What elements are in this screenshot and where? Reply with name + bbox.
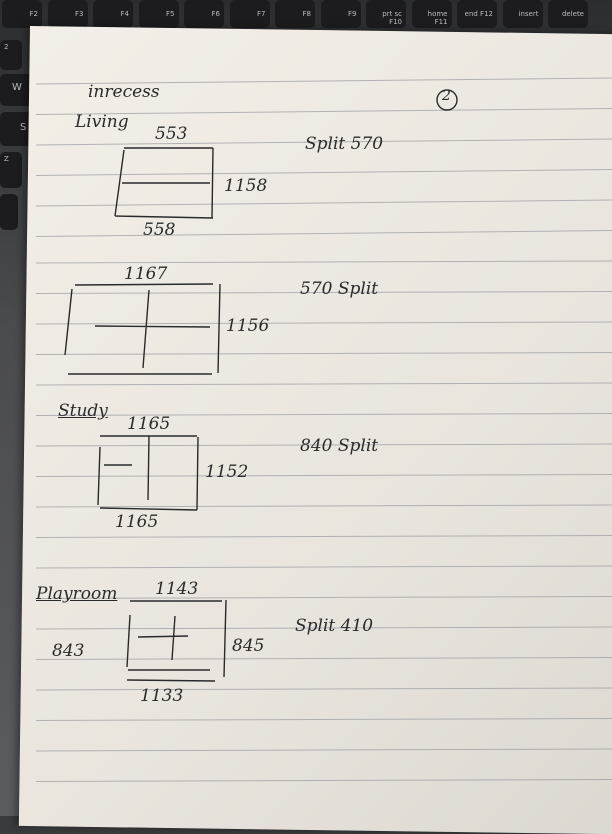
room-name-playroom: Playroom	[36, 584, 118, 604]
living-note: Split 570	[305, 134, 384, 154]
room-2-sketch	[64, 283, 221, 375]
page-number: 2	[442, 88, 451, 104]
playroom-bottom: 1133	[140, 686, 184, 706]
study-top: 1165	[127, 414, 171, 434]
ruled-line	[35, 443, 612, 447]
living-top: 553	[155, 124, 188, 144]
function-key: F2	[2, 0, 42, 28]
ruled-line	[35, 321, 612, 325]
ruled-line	[35, 260, 612, 264]
paper-lines-and-sketches	[35, 77, 612, 782]
living-right: 1158	[224, 176, 268, 196]
ruled-line	[35, 199, 612, 207]
ruled-line	[35, 504, 612, 508]
function-key: F6	[184, 0, 224, 28]
key-2: 2	[0, 40, 22, 70]
key-z: Z	[0, 152, 22, 188]
ruled-line	[35, 77, 612, 85]
ruled-line	[35, 413, 612, 416]
ruled-line	[35, 748, 612, 752]
study-right: 1152	[205, 462, 249, 482]
ruled-line	[35, 382, 612, 386]
ruled-line	[35, 108, 612, 115]
function-key: F9	[320, 0, 361, 28]
ruled-line	[35, 169, 612, 176]
study-note: 840 Split	[300, 436, 379, 456]
playroom-note: Split 410	[295, 616, 374, 636]
living-bottom: 558	[143, 220, 176, 240]
function-key: F5	[138, 0, 179, 28]
ruled-line	[35, 352, 612, 355]
living-room-sketch	[114, 147, 214, 219]
ruled-line	[35, 291, 612, 294]
study-sketch	[97, 435, 199, 511]
function-key: F8	[275, 0, 315, 28]
room2-note: 570 Split	[300, 279, 379, 299]
function-key: F4	[93, 0, 133, 28]
ruled-line	[35, 596, 612, 599]
function-key: F3	[47, 0, 88, 28]
ruled-line	[35, 230, 612, 237]
function-key: insert	[502, 0, 543, 28]
playroom-left: 843	[52, 641, 85, 661]
header-text: inrecess	[88, 82, 160, 102]
ruled-line	[35, 687, 612, 691]
key	[0, 194, 18, 230]
playroom-sketch	[126, 599, 227, 682]
room2-top: 1167	[124, 264, 168, 284]
study-bottom: 1165	[115, 512, 159, 532]
function-key: delete	[548, 0, 588, 28]
page-number-circle	[436, 89, 458, 111]
ruled-line	[35, 657, 612, 660]
function-key: home F11	[411, 0, 452, 28]
playroom-top: 1143	[155, 579, 199, 599]
function-key: end F12	[457, 0, 497, 28]
room-name-study: Study	[58, 401, 108, 421]
ruled-line	[35, 474, 612, 477]
ruled-line	[35, 718, 612, 721]
function-key: prt sc F10	[366, 0, 406, 28]
ruled-line	[35, 626, 612, 630]
playroom-right: 845	[232, 636, 265, 656]
ruled-line	[35, 565, 612, 569]
room-name-living: Living	[75, 112, 129, 132]
ruled-line	[35, 779, 612, 782]
ruled-line	[35, 535, 612, 538]
room2-right: 1156	[226, 316, 270, 336]
function-key: F7	[229, 0, 270, 28]
ruled-line	[35, 138, 612, 146]
